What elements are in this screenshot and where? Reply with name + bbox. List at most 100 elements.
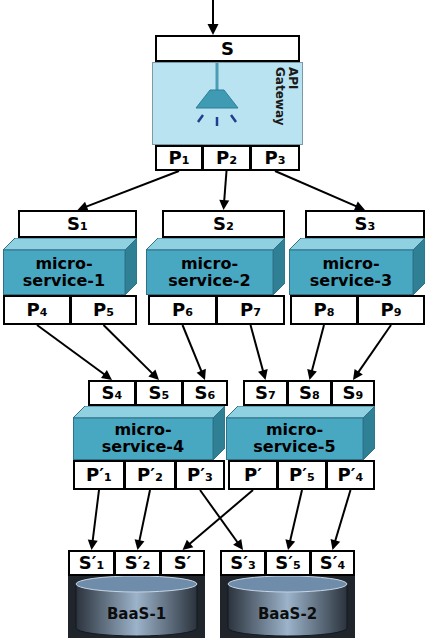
port-cell: P₉ [357, 295, 425, 325]
port-label: S′₂ [125, 554, 151, 572]
arrow-connector [219, 171, 229, 210]
arrow-head [135, 539, 145, 550]
connector-line [251, 325, 264, 372]
arrow-head [88, 539, 98, 550]
port-label: S [221, 40, 234, 58]
connector-line [290, 490, 302, 542]
box-side-face [413, 238, 425, 295]
arrow-head [354, 201, 365, 210]
gateway-box: API Gateway [152, 62, 303, 145]
box-front-face [4, 250, 126, 295]
service-label: micro-service-1 [14, 256, 114, 290]
connector-line [275, 171, 358, 207]
arrow-connector [251, 325, 268, 380]
port-label: S′₃ [230, 554, 256, 572]
port-cell: S′₁ [68, 550, 115, 576]
port-cell: S₇ [243, 380, 288, 406]
box-top-face [289, 238, 425, 250]
arrow-connector [200, 490, 243, 550]
box-top-face [226, 406, 375, 418]
arrow-head [331, 539, 341, 550]
connector-line [139, 490, 150, 542]
cylinder-top [76, 576, 197, 592]
database-label: BaaS-1 [107, 605, 166, 623]
port-label: S₈ [299, 384, 320, 402]
lamp-cord [216, 63, 219, 91]
database-node: BaaS-1 [68, 576, 205, 638]
box-side-face [363, 406, 375, 460]
label-holder: micro-service-4 [73, 418, 213, 460]
label-holder: BaaS-2 [220, 590, 355, 638]
port-label: P₃ [264, 149, 285, 167]
connector-line [335, 490, 351, 542]
service-box: micro-service-4 [73, 406, 225, 460]
port-cell: P₆ [148, 295, 217, 325]
box-front-face [227, 418, 364, 460]
port-cell: S₂ [162, 210, 285, 238]
port-label: P′₃ [187, 466, 213, 484]
port-cell: P′₁ [73, 460, 125, 490]
database-label: BaaS-2 [258, 605, 317, 623]
lamp-ray [216, 117, 219, 126]
port-cell: P₇ [216, 295, 285, 325]
port-label: P′ [244, 466, 262, 484]
arrow-head [148, 369, 159, 380]
box-side-face [273, 238, 285, 295]
label-holder: BaaS-1 [68, 590, 205, 638]
port-cell: P₅ [70, 295, 137, 325]
port-cell: S′ [160, 550, 205, 576]
port-label: P₁ [168, 149, 189, 167]
port-label: P′₅ [289, 466, 315, 484]
port-label: P₉ [380, 301, 401, 319]
arrow-head [101, 370, 112, 380]
lamp-ray [231, 115, 236, 122]
arrow-connector [307, 325, 324, 380]
port-label: P₈ [313, 301, 334, 319]
port-cell: S₆ [182, 380, 228, 406]
port-label: P′₂ [137, 466, 163, 484]
connector-line [358, 325, 391, 373]
arrow-head [197, 369, 206, 380]
port-cell: P₄ [3, 295, 71, 325]
arrow-connector [275, 171, 365, 211]
gateway-label: API Gateway [273, 67, 299, 141]
port-label: S₇ [255, 384, 276, 402]
label-holder: micro-service-1 [3, 250, 125, 295]
arrow-head [183, 540, 194, 550]
entry-arrow-line [212, 0, 214, 25]
label-holder: micro-service-2 [146, 250, 273, 295]
port-label: S₆ [195, 384, 216, 402]
port-label: P₇ [240, 301, 261, 319]
service-box: micro-service-5 [226, 406, 375, 460]
port-cell: S′₅ [265, 550, 311, 576]
arrow-head [285, 539, 295, 550]
port-cell: S′₄ [310, 550, 355, 576]
arrow-head [258, 369, 268, 380]
box-side-face [125, 238, 137, 295]
arrow-connector [285, 490, 302, 550]
arrow-head [78, 202, 89, 211]
arrow-connector [78, 171, 180, 211]
connector-line [92, 490, 99, 542]
port-cell: P₈ [290, 295, 358, 325]
database-backdrop [220, 576, 355, 638]
arrow-connector [331, 490, 351, 550]
box-front-face [290, 250, 414, 295]
box-top-face [146, 238, 285, 250]
connector-line [37, 325, 106, 375]
port-label: S′ [174, 554, 192, 572]
service-label: micro-service-4 [93, 422, 193, 456]
service-box: micro-service-3 [289, 238, 425, 295]
port-cell: P′₅ [277, 460, 327, 490]
port-label: S₅ [149, 384, 170, 402]
port-label: S₄ [102, 384, 123, 402]
entry-arrow-head [208, 24, 219, 35]
port-cell: S′₃ [220, 550, 266, 576]
database-backdrop [68, 576, 205, 638]
port-cell: S₃ [305, 210, 425, 238]
arrow-connector [183, 490, 254, 550]
port-cell: S₁ [18, 210, 137, 238]
